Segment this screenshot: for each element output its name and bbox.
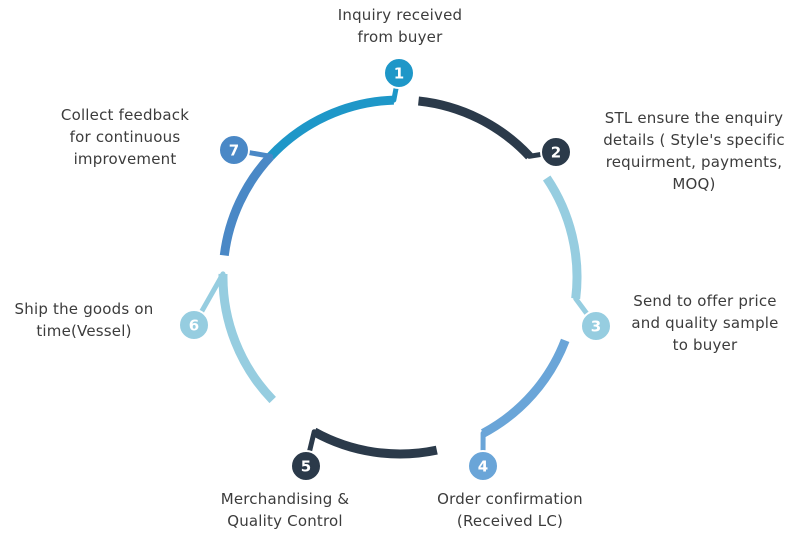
step-4-arc bbox=[480, 338, 570, 438]
step-1-line-2: from buyer bbox=[357, 28, 443, 46]
step-4-line-1: Order confirmation bbox=[437, 490, 583, 508]
step-1-number: 1 bbox=[394, 65, 404, 83]
step-3-label: Send to offer price and quality sample t… bbox=[610, 290, 800, 356]
step-5-number: 5 bbox=[301, 458, 311, 476]
step-3-node: 3 bbox=[580, 310, 612, 342]
step-5-node-circle bbox=[290, 450, 322, 482]
step-4-node-circle bbox=[467, 450, 499, 482]
step-6-node-circle bbox=[178, 309, 210, 341]
step-1-node: 1 bbox=[383, 57, 415, 89]
step-4-node: 4 bbox=[467, 450, 499, 482]
step-2-line-2: details ( Style's specific bbox=[603, 131, 785, 149]
step-5-node: 5 bbox=[290, 450, 322, 482]
step-3-arc bbox=[542, 175, 582, 300]
step-7-number: 7 bbox=[229, 142, 239, 160]
step-2-node-circle bbox=[540, 136, 572, 168]
step-2-label: STL ensure the enquiry details ( Style's… bbox=[588, 107, 800, 195]
step-4-label: Order confirmation (Received LC) bbox=[410, 488, 610, 532]
step-7-line-2: for continuous bbox=[69, 128, 181, 146]
step-3-line-2: and quality sample bbox=[631, 314, 779, 332]
step-3-number: 3 bbox=[591, 318, 601, 336]
step-5-arc bbox=[312, 427, 438, 459]
step-2-line-1: STL ensure the enquiry bbox=[604, 109, 784, 127]
step-2-number: 2 bbox=[551, 144, 561, 162]
step-6-arc bbox=[218, 273, 276, 404]
step-7-node-circle bbox=[218, 134, 250, 166]
step-2-line-3: requirment, payments, bbox=[605, 153, 783, 171]
step-7-line-3: improvement bbox=[73, 150, 177, 168]
step-1-label: Inquiry received from buyer bbox=[320, 4, 480, 48]
step-3-node-circle bbox=[580, 310, 612, 342]
step-4-number: 4 bbox=[478, 458, 488, 476]
step-2-arc bbox=[418, 96, 533, 160]
step-6-label: Ship the goods on time(Vessel) bbox=[0, 298, 168, 342]
step-1-line-1: Inquiry received bbox=[337, 6, 463, 24]
step-7-line-1: Collect feedback bbox=[60, 106, 190, 124]
step-2-node: 2 bbox=[540, 136, 572, 168]
step-7-arc bbox=[219, 153, 274, 256]
step-6-number: 6 bbox=[189, 317, 199, 335]
step-3-line-1: Send to offer price bbox=[633, 292, 777, 310]
step-7-node: 7 bbox=[218, 134, 250, 166]
step-3-line-3: to buyer bbox=[672, 336, 738, 354]
step-4-line-2: (Received LC) bbox=[456, 512, 564, 530]
step-1-node-circle bbox=[383, 57, 415, 89]
step-6-line-2: time(Vessel) bbox=[36, 322, 132, 340]
step-2-line-4: MOQ) bbox=[672, 175, 716, 193]
step-7-label: Collect feedback for continuous improvem… bbox=[42, 104, 208, 170]
step-6-node: 6 bbox=[178, 309, 210, 341]
step-6-line-1: Ship the goods on bbox=[14, 300, 154, 318]
step-5-line-2: Quality Control bbox=[227, 512, 343, 530]
step-1-arc bbox=[267, 95, 394, 160]
step-5-line-1: Merchandising & bbox=[220, 490, 350, 508]
step-5-label: Merchandising & Quality Control bbox=[200, 488, 370, 532]
